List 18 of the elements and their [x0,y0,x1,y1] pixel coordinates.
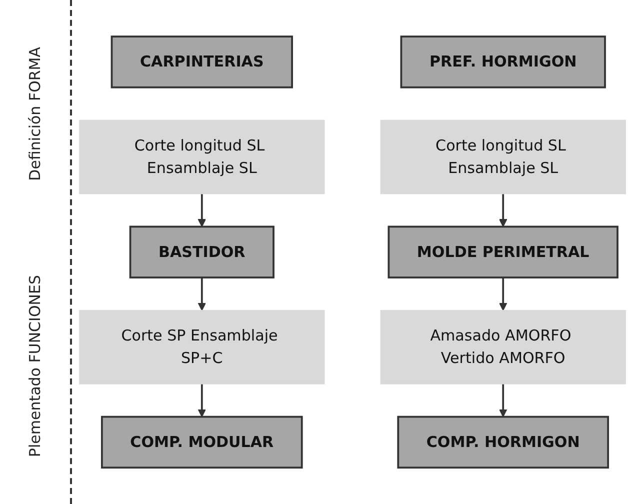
arrow [198,194,206,227]
node-box: Corte longitud SL Ensamblaje SL [380,120,626,194]
node-box: MOLDE PERIMETRAL [388,226,618,278]
arrow [198,384,206,418]
arrow [198,277,206,311]
row-label: Plementado FUNCIONES [26,274,44,457]
node-box: BASTIDOR [129,226,274,278]
node-box: Corte SP Ensamblaje SP+C [79,310,325,384]
node-box: COMP. MODULAR [101,416,303,468]
node-box: Amasado AMORFO Vertido AMORFO [380,310,626,384]
row-label: Definición FORMA [26,47,44,181]
node-box: COMP. HORMIGON [397,416,609,468]
node-box: PREF. HORMIGON [400,36,606,88]
arrow [498,194,508,227]
node-box: Corte longitud SL Ensamblaje SL [79,120,325,194]
arrow [498,277,508,311]
arrow [498,384,508,418]
node-box: CARPINTERIAS [110,36,293,88]
